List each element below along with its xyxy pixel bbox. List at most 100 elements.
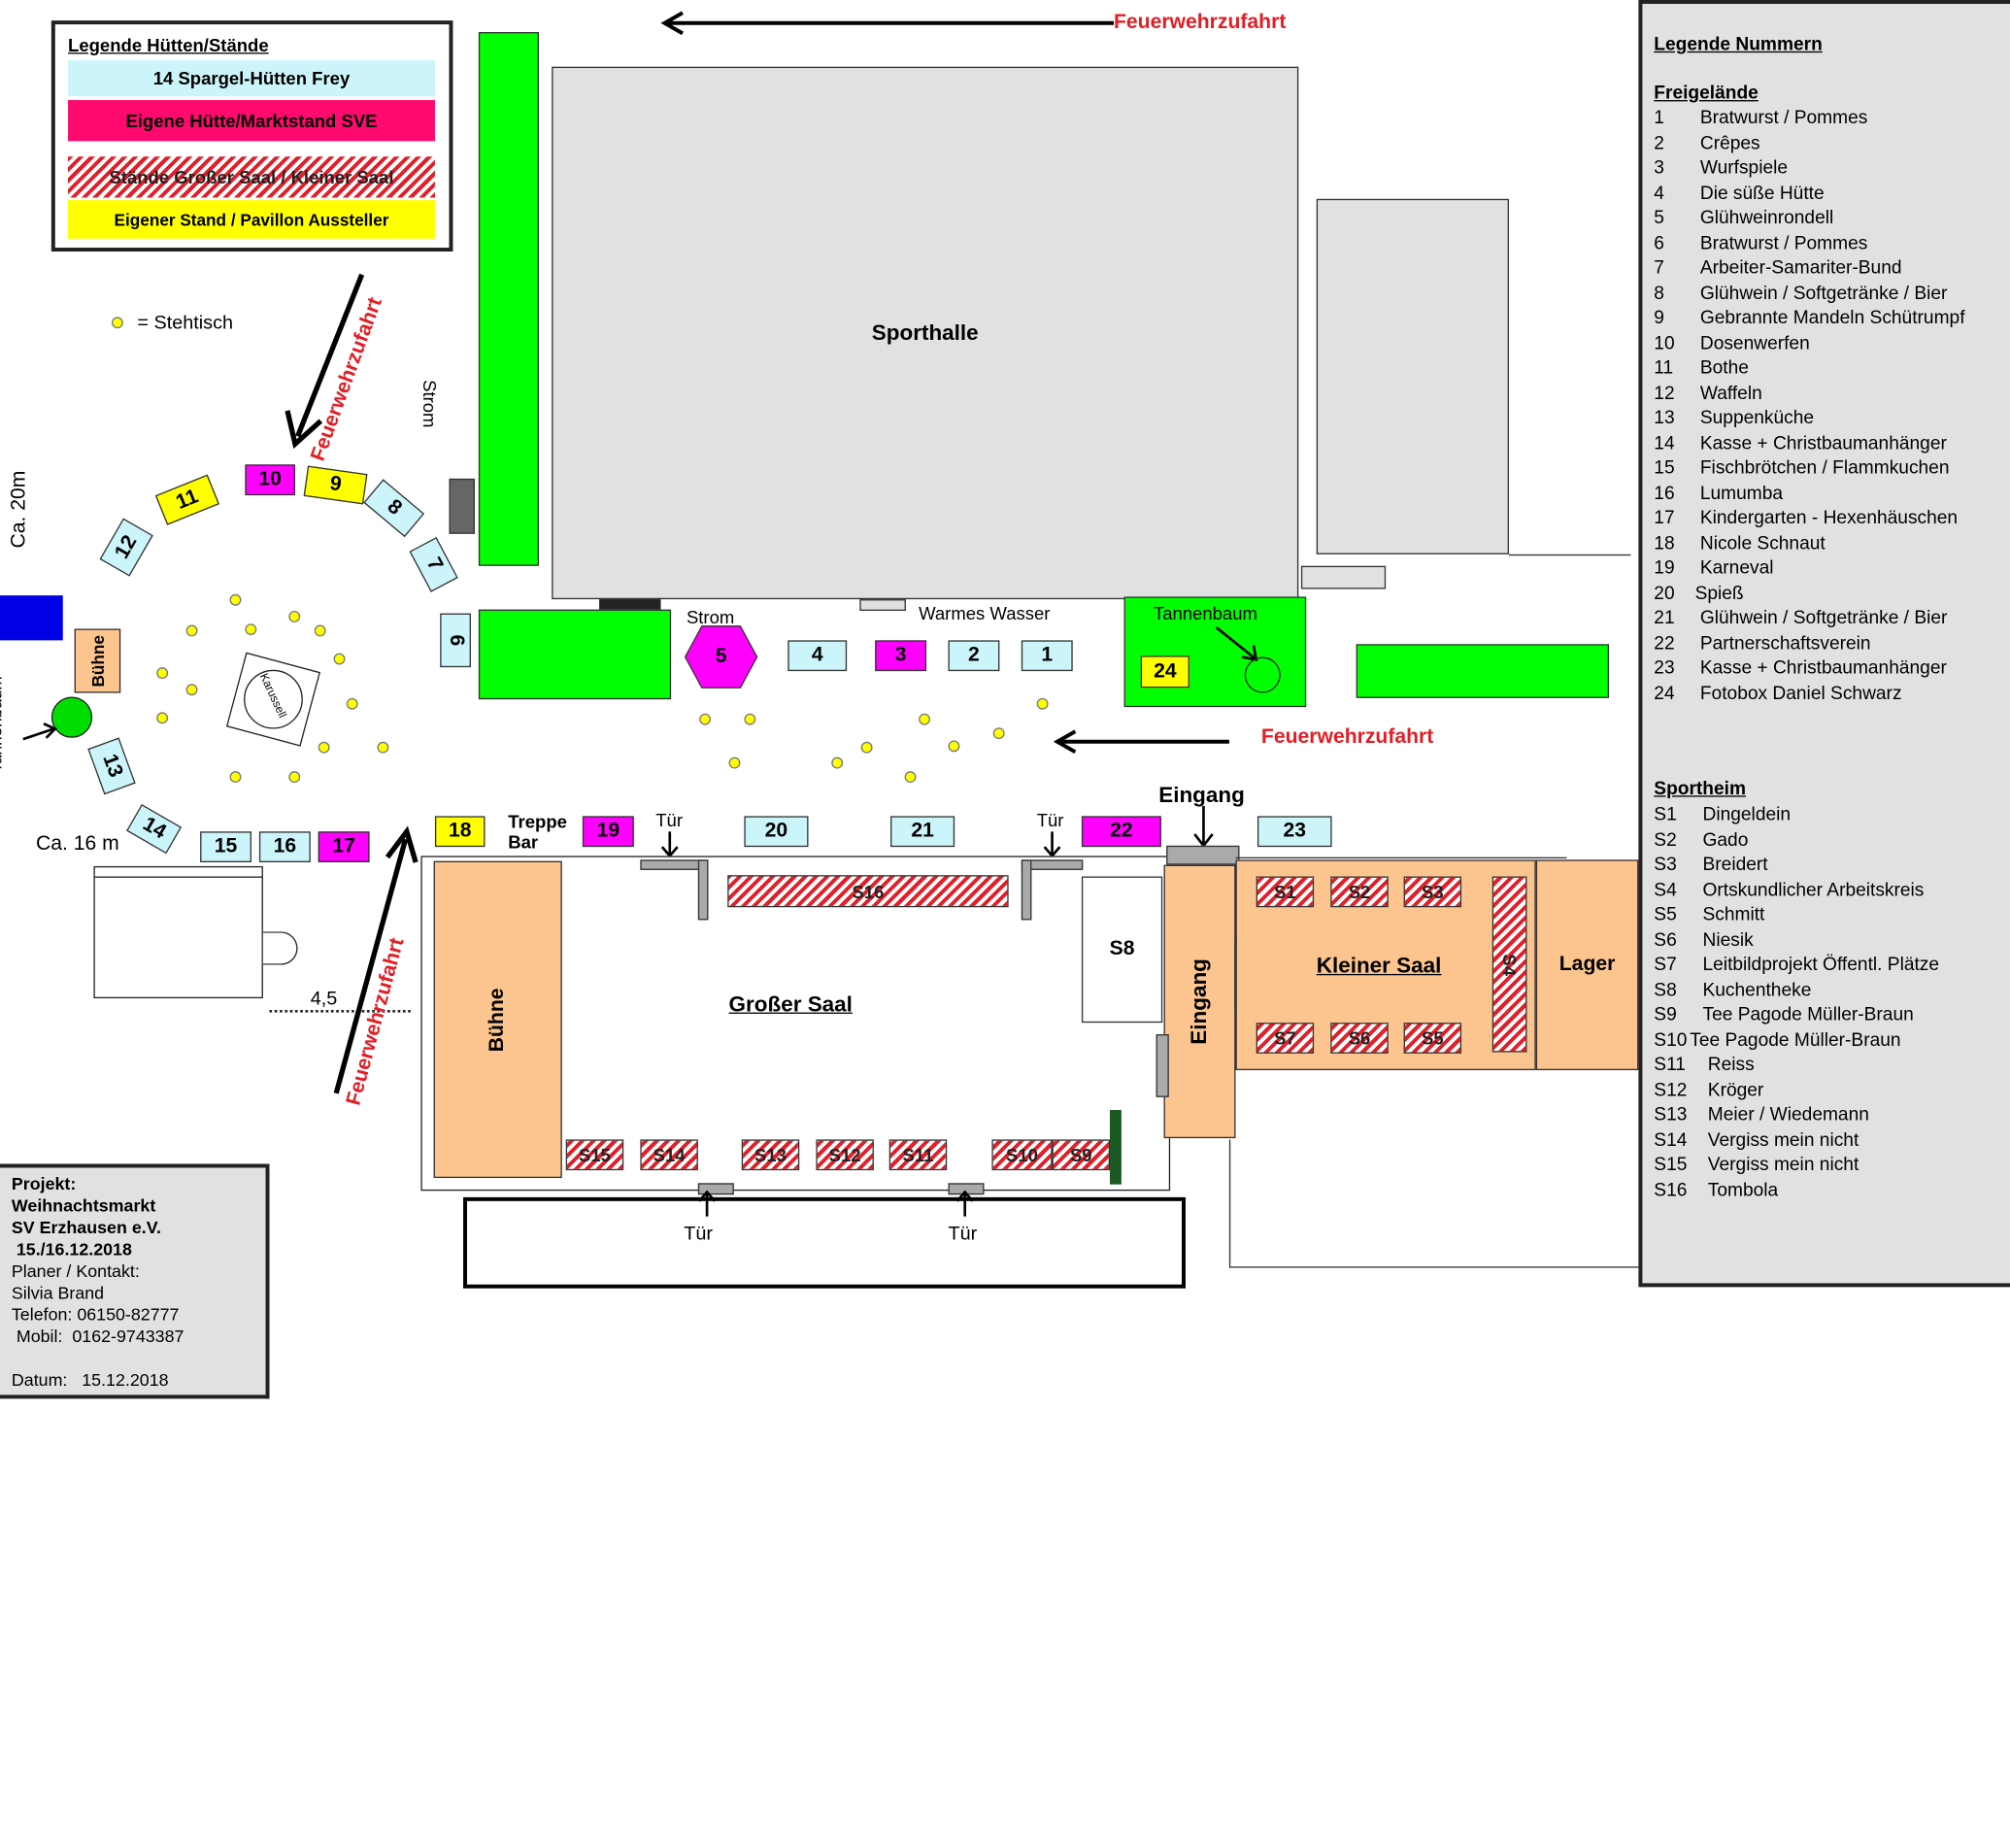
tannenbaum-label-right: Tannenbaum: [1153, 603, 1257, 624]
stall-23[interactable]: 23: [1256, 816, 1332, 848]
stall-12[interactable]: 12: [99, 518, 153, 577]
inner-S3[interactable]: S3: [1403, 876, 1462, 908]
green-vertical: [478, 32, 539, 566]
stall-8[interactable]: 8: [363, 479, 425, 538]
stall-2[interactable]: 2: [948, 640, 1000, 672]
stehtisch: [904, 771, 917, 784]
inner-S5[interactable]: S5: [1403, 1023, 1462, 1054]
stehtisch: [318, 741, 330, 754]
sportheim-outline: [1228, 1139, 1640, 1268]
inner-S1[interactable]: S1: [1256, 876, 1315, 908]
small-buehne-label: Bühne: [87, 634, 108, 688]
building-lower-left: [93, 865, 263, 999]
projekt-box: [0, 1163, 270, 1399]
strom-label: Strom: [686, 607, 735, 628]
legend-item-pavillon: Eigener Stand / Pavillon Aussteller: [68, 200, 435, 239]
inner-S10[interactable]: S10: [991, 1139, 1053, 1171]
stall-21[interactable]: 21: [890, 816, 955, 848]
stehtisch: [948, 740, 960, 753]
building-lower-left-bump: [262, 931, 298, 965]
stehtisch: [919, 713, 931, 725]
green-block-left: [478, 609, 672, 700]
inner-S4[interactable]: S4: [1491, 876, 1527, 1053]
bottom-hall: [463, 1196, 1186, 1289]
stall-17[interactable]: 17: [318, 831, 370, 862]
stall-24[interactable]: 24: [1140, 655, 1189, 689]
stall-11[interactable]: 11: [154, 474, 220, 525]
inner-S12[interactable]: S12: [816, 1139, 874, 1171]
stall-15[interactable]: 15: [200, 831, 251, 862]
stall-16[interactable]: 16: [258, 831, 311, 862]
inner-S6[interactable]: S6: [1330, 1023, 1389, 1054]
bar-label: Bar: [508, 831, 539, 853]
stall-13[interactable]: 13: [87, 737, 136, 795]
tannenbaum-circle-right: [1244, 656, 1281, 693]
stall-14[interactable]: 14: [126, 803, 183, 855]
inner-S9[interactable]: S9: [1052, 1139, 1111, 1171]
tuer-arrow-bottom-left: [698, 1190, 717, 1217]
tuer-arrow-top-left: [660, 831, 679, 858]
inner-S15[interactable]: S15: [565, 1139, 624, 1171]
sportheim-title: Sportheim: [1654, 779, 1747, 800]
stall-5-hexagon[interactable]: [684, 625, 758, 689]
legend-huetten-title: Legende Hütten/Stände: [68, 34, 269, 55]
inner-S11[interactable]: S11: [888, 1139, 948, 1171]
small-building: [1300, 565, 1387, 589]
stall-18[interactable]: 18: [434, 816, 486, 848]
stehtisch: [346, 697, 358, 710]
stall-7[interactable]: 7: [409, 536, 458, 592]
stehtisch: [860, 741, 873, 754]
stall-4[interactable]: 4: [787, 640, 848, 672]
tuer-label-top-left: Tür: [655, 809, 683, 830]
stall-19[interactable]: 19: [582, 816, 634, 848]
inner-S8[interactable]: S8: [1081, 876, 1163, 1024]
projekt-line: Planer / Kontakt:: [11, 1260, 140, 1281]
stall-22[interactable]: 22: [1081, 816, 1161, 848]
kleiner-saal-label: Kleiner Saal: [1316, 953, 1442, 978]
blue-box: [0, 595, 63, 641]
projekt-line: Silvia Brand: [11, 1283, 105, 1303]
green-door: [1110, 1110, 1122, 1185]
stehtisch: [229, 593, 242, 606]
legend-nummern-box: [1638, 0, 2010, 1288]
stehtisch: [156, 712, 169, 724]
projekt-text: Projekt: Weihnachtsmarkt SV Erzhausen e.…: [12, 1173, 184, 1392]
stall-10[interactable]: 10: [245, 464, 295, 496]
stehtisch: [699, 713, 712, 725]
stall-1[interactable]: 1: [1021, 640, 1073, 672]
stall-9[interactable]: 9: [303, 465, 368, 505]
inner-S14[interactable]: S14: [640, 1139, 698, 1171]
legend-huetten-box: Legende Hütten/Stände 14 Spargel-Hütten …: [50, 20, 453, 252]
tuer-bottom-left-marker: [697, 1183, 734, 1195]
inner-S2[interactable]: S2: [1330, 876, 1389, 908]
inner-S13[interactable]: S13: [741, 1139, 800, 1171]
inner-S16[interactable]: S16: [727, 875, 1009, 908]
stall-3[interactable]: 3: [875, 640, 927, 672]
eingang-door-top: [1166, 845, 1240, 865]
warmes-wasser-label: Warmes Wasser: [919, 603, 1051, 624]
tannenbaum-arrow-left: [22, 722, 58, 741]
wall-left-v: [697, 859, 709, 921]
projekt-line: 15./16.12.2018: [11, 1239, 132, 1260]
inner-S7[interactable]: S7: [1256, 1023, 1315, 1054]
stehtisch: [288, 610, 301, 622]
projekt-line: Datum: 15.12.2018: [11, 1370, 169, 1391]
stall-6[interactable]: 6: [440, 613, 471, 668]
stehtisch-legend-dot: [111, 317, 123, 329]
stall-20[interactable]: 20: [744, 816, 809, 848]
